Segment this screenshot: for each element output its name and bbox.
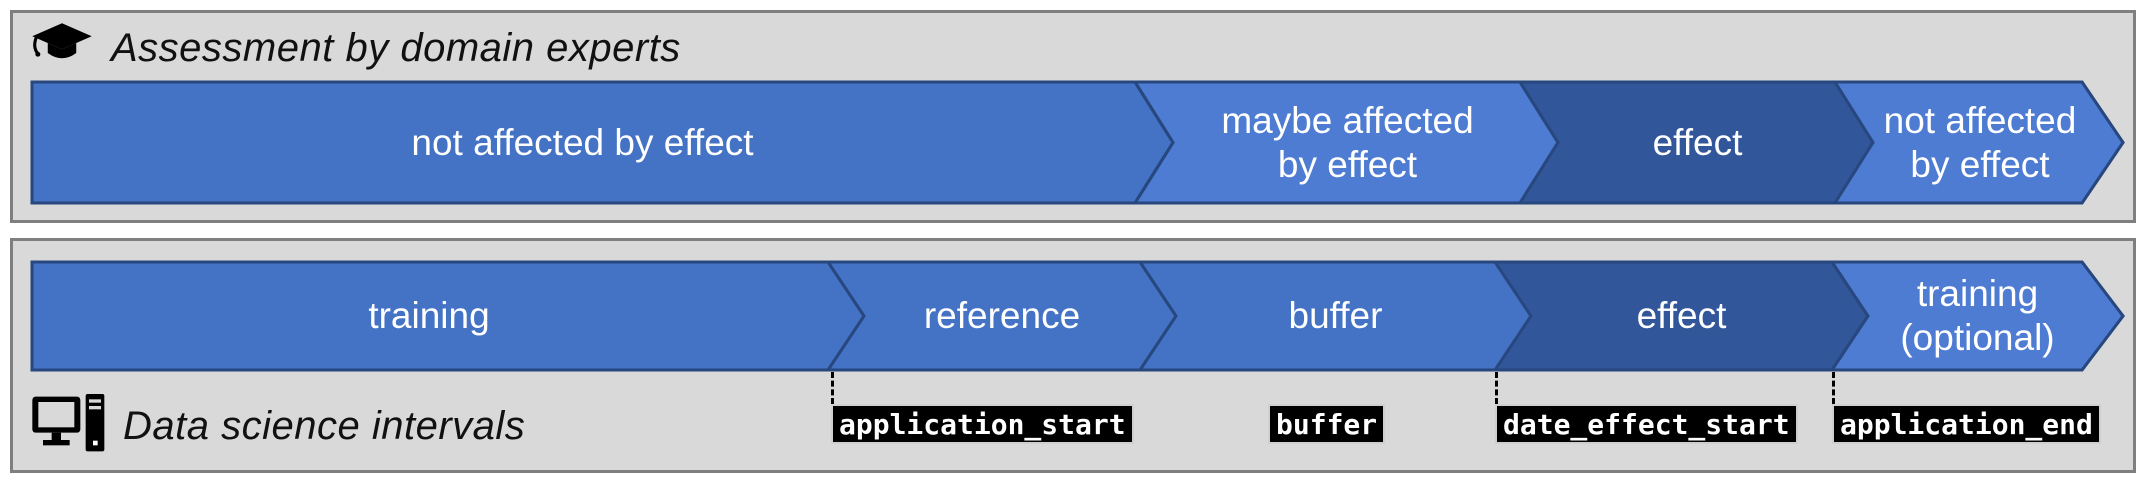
application-end-connector [1832, 372, 1835, 404]
expert-timeline-bar: not affected by effect maybe affected by… [30, 80, 2125, 205]
ds-segment-buffer: buffer [1288, 295, 1383, 336]
expert-segment-effect: effect [1652, 121, 1743, 163]
expert-bar-shapes [30, 80, 2125, 205]
expert-segment-not-affected-2: not affected by effect [1883, 99, 2077, 185]
ds-segment-reference: reference [923, 295, 1081, 336]
expert-segment-not-affected-1: not affected by effect [411, 121, 754, 163]
application-start-connector [831, 372, 834, 404]
ds-panel-title: Data science intervals [123, 403, 526, 448]
ds-panel: training reference buffer effect trainin… [10, 238, 2136, 473]
marker-date-effect-start: date_effect_start [1495, 404, 1798, 444]
graduation-cap-icon [31, 22, 93, 74]
ds-segment-training-optional: training (optional) [1900, 273, 2055, 358]
ds-segment-effect: effect [1636, 295, 1727, 336]
ds-segment-training: training [368, 295, 490, 336]
ds-timeline-bar: training reference buffer effect trainin… [30, 260, 2125, 372]
computer-icon [31, 394, 107, 458]
expert-panel-header: Assessment by domain experts [31, 19, 681, 77]
marker-application-start: application_start [831, 404, 1134, 444]
date-effect-start-connector [1495, 372, 1498, 404]
ds-panel-footer: Data science intervals [31, 389, 525, 463]
expert-panel: Assessment by domain experts not affecte… [10, 10, 2136, 223]
marker-buffer: buffer [1268, 404, 1386, 444]
marker-application-end: application_end [1832, 404, 2101, 444]
expert-panel-title: Assessment by domain experts [111, 25, 681, 70]
expert-segment-maybe-affected: maybe affected by effect [1221, 99, 1474, 185]
ds-bar-shapes [30, 260, 2125, 372]
